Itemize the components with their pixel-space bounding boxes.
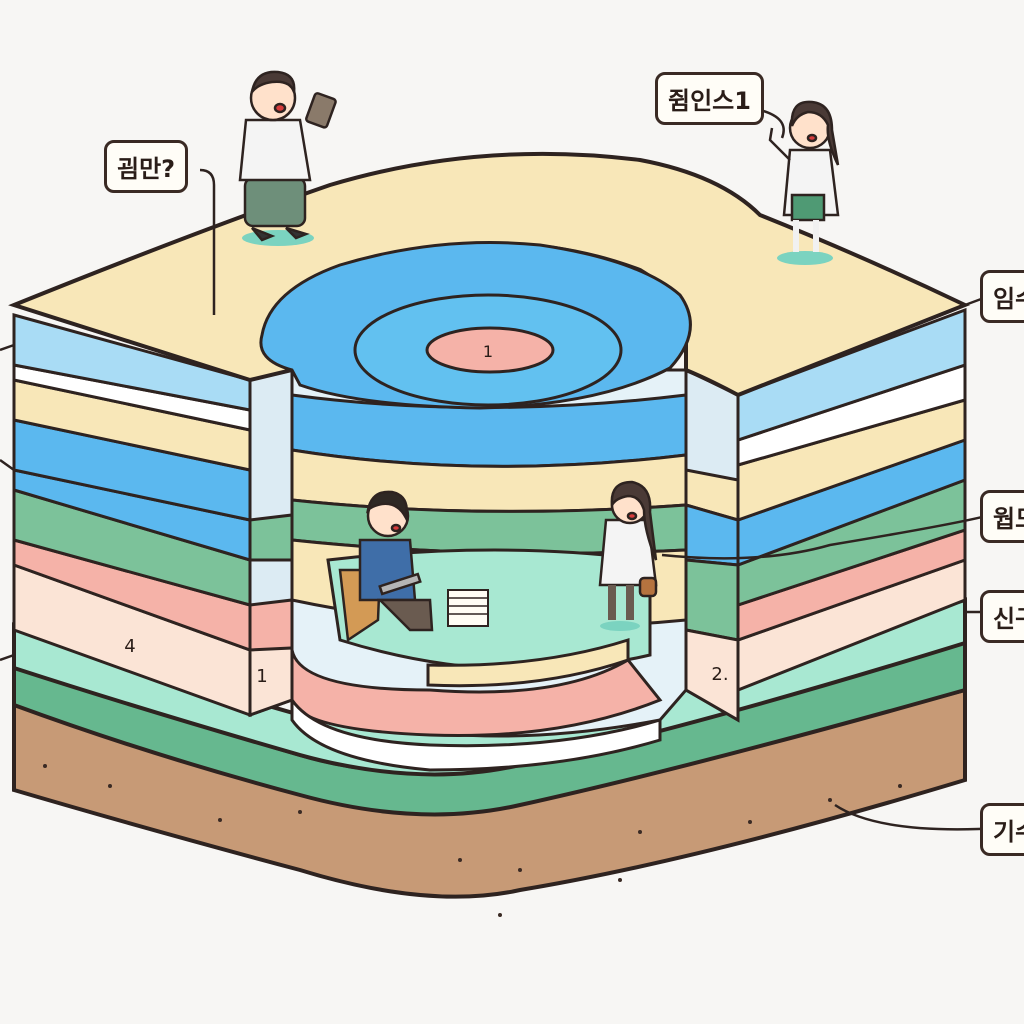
callout-right-4: 기수 [980,803,1024,856]
callout-top-left: 굄만? [104,140,189,193]
callout-right-3: 신구 [980,590,1024,643]
callout-right-1: 임수 [980,270,1024,323]
label-front-right-number: 2. [711,664,728,685]
person-top-right [768,100,840,265]
left-block [12,313,294,718]
person-pit-right [598,480,658,631]
soil-speckles [43,764,902,917]
callout-top-right: 쥠인스1 [655,72,764,125]
label-front-mid-number: 1 [256,666,267,687]
label-front-left-number: 4 [124,636,135,657]
center-core [425,326,555,374]
callout-right-2: 웝도 [980,490,1024,543]
person-seated [338,490,434,643]
label-center-number: 1 [483,342,493,361]
person-top-left [238,70,337,246]
right-block [684,307,967,723]
paper-stack [447,589,489,627]
